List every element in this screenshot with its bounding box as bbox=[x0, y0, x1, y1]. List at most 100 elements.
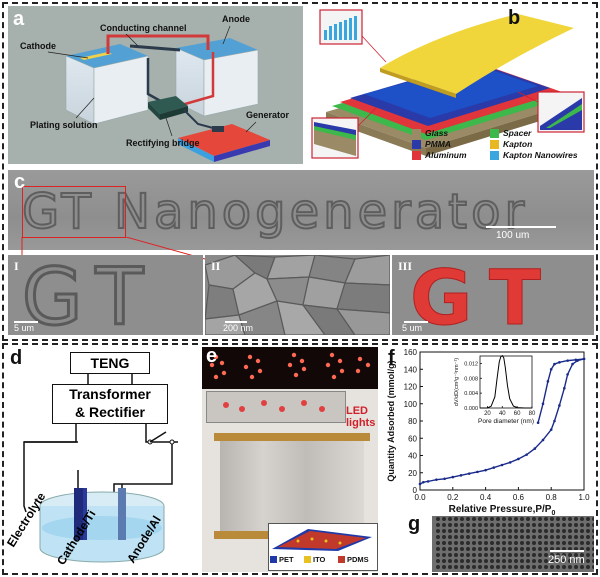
inset-x-tick-label: 60 bbox=[514, 411, 521, 417]
x-axis-label: Relative Pressure,P/P0 bbox=[449, 504, 556, 516]
conducting-channel-label: Conducting channel bbox=[100, 23, 187, 33]
copper-tape-top bbox=[214, 433, 370, 441]
y-tick-label: 160 bbox=[404, 348, 418, 357]
inset-y-tick-label: 0.000 bbox=[464, 406, 478, 412]
sub-i-label: I bbox=[14, 259, 19, 273]
x-tick-label: 0.6 bbox=[513, 493, 525, 502]
legend-label: Glass bbox=[425, 128, 449, 138]
teng-device-body bbox=[220, 435, 364, 535]
y-tick-label: 40 bbox=[408, 452, 417, 461]
led-lights-label: LED lights bbox=[346, 405, 375, 429]
data-point-adsorption bbox=[492, 466, 496, 469]
data-point-desorption bbox=[582, 357, 586, 361]
legend-item: Aluminum bbox=[412, 150, 467, 160]
bottom-panel-frame bbox=[2, 343, 598, 575]
data-point-adsorption bbox=[566, 373, 569, 376]
panel-c-sub-iii: GT III 5 um bbox=[392, 255, 594, 335]
panel-b-label: b bbox=[508, 7, 521, 29]
y-tick-label: 60 bbox=[408, 434, 417, 443]
data-point-desorption bbox=[553, 362, 556, 366]
data-point-adsorption bbox=[421, 480, 425, 484]
data-point-desorption bbox=[566, 359, 569, 362]
data-point-adsorption bbox=[500, 463, 504, 467]
series-line-desorption bbox=[537, 358, 585, 423]
legend-label: Aluminum bbox=[425, 150, 467, 160]
y-tick-label: 100 bbox=[404, 400, 418, 409]
teng-label: TENG bbox=[90, 355, 130, 371]
inset-y-axis-label: dV/dD(cm³g⁻¹nm⁻¹) bbox=[454, 358, 460, 406]
data-point-desorption bbox=[558, 361, 561, 364]
legend-item: Glass bbox=[412, 128, 448, 138]
data-point-desorption bbox=[536, 421, 540, 425]
rectifying-bridge-label: Rectifying bridge bbox=[126, 138, 200, 148]
legend-swatch bbox=[490, 150, 499, 160]
x-tick-label: 0.4 bbox=[480, 493, 492, 502]
y-tick-label: 120 bbox=[404, 383, 418, 392]
anode-label: Anode bbox=[222, 14, 250, 24]
panel-b-schematic bbox=[311, 9, 585, 159]
data-point-adsorption bbox=[549, 428, 553, 431]
data-point-desorption bbox=[574, 358, 578, 362]
data-point-adsorption bbox=[508, 461, 512, 464]
sub-ii-scalebar bbox=[225, 321, 247, 323]
inset-x-tick-label: 80 bbox=[529, 411, 536, 417]
legend-label: Spacer bbox=[503, 128, 532, 138]
top-panel-frame bbox=[2, 2, 598, 341]
transformer-line1: Transformer bbox=[69, 386, 151, 402]
panel-a: a Cathode Conducting channel Anode Plati… bbox=[8, 6, 303, 164]
sub-i-scale-text: 5 um bbox=[14, 323, 35, 333]
data-point-desorption bbox=[549, 367, 553, 371]
legend-swatch bbox=[490, 139, 499, 149]
legend-swatch bbox=[338, 556, 345, 563]
legend-swatch bbox=[490, 128, 499, 138]
panel-c-sem: GT Nanogenerator 100 um bbox=[8, 170, 594, 250]
panel-c-scalebar bbox=[486, 226, 556, 228]
sub-iii-label: III bbox=[398, 259, 413, 273]
data-point-adsorption bbox=[558, 404, 561, 407]
panel-g-scalebar bbox=[550, 550, 584, 552]
data-point-adsorption bbox=[563, 386, 566, 390]
legend-item: Spacer bbox=[490, 128, 531, 138]
sub-ii-scale-text: 200 nm bbox=[223, 323, 254, 333]
legend-swatch bbox=[412, 139, 421, 149]
data-point-adsorption bbox=[533, 447, 537, 450]
y-tick-label: 0 bbox=[413, 486, 418, 495]
legend-item: Kapton Nanowires bbox=[490, 150, 578, 160]
panel-e-label: e bbox=[206, 345, 218, 367]
data-point-desorption bbox=[541, 402, 545, 406]
y-axis-label: Quantity Adsorbed (mmol/g) bbox=[386, 360, 396, 481]
x-tick-label: 0.8 bbox=[546, 493, 558, 502]
panel-g-scale-text: 250 nm bbox=[548, 554, 585, 566]
data-point-adsorption bbox=[426, 480, 430, 483]
inset-x-axis-label: Pore diameter (nm) bbox=[478, 418, 534, 425]
legend-label: PDMS bbox=[347, 555, 369, 564]
data-point-adsorption bbox=[459, 474, 463, 477]
circuit-wires bbox=[23, 374, 178, 563]
legend-item: ITO bbox=[304, 555, 325, 564]
inset-y-tick-label: 0.004 bbox=[464, 391, 478, 397]
panel-d: d TENG Transformer & Rectifier Electroly… bbox=[4, 346, 198, 572]
panel-c-label: c bbox=[14, 171, 26, 193]
data-point-desorption bbox=[546, 380, 550, 383]
panel-c-sub-ii: II 200 nm bbox=[205, 255, 390, 335]
transformer-box: Transformer & Rectifier bbox=[52, 384, 168, 424]
legend-swatch bbox=[304, 556, 311, 563]
data-point-adsorption bbox=[484, 468, 487, 472]
panel-a-schematic bbox=[47, 25, 270, 162]
sub-iii-scale-text: 5 um bbox=[402, 323, 423, 333]
legend-item: PDMS bbox=[338, 555, 369, 564]
data-point-adsorption bbox=[476, 470, 479, 474]
led-line2: lights bbox=[346, 417, 376, 429]
data-point-adsorption bbox=[571, 362, 574, 366]
led-line1: LED bbox=[346, 405, 368, 417]
porous-texture bbox=[436, 517, 594, 569]
grain-texture bbox=[205, 255, 390, 335]
legend-swatch bbox=[270, 556, 277, 563]
x-tick-label: 0.2 bbox=[447, 493, 459, 502]
legend-item: PMMA bbox=[412, 139, 451, 149]
generator-label: Generator bbox=[246, 110, 290, 120]
inset-structure bbox=[272, 529, 372, 551]
